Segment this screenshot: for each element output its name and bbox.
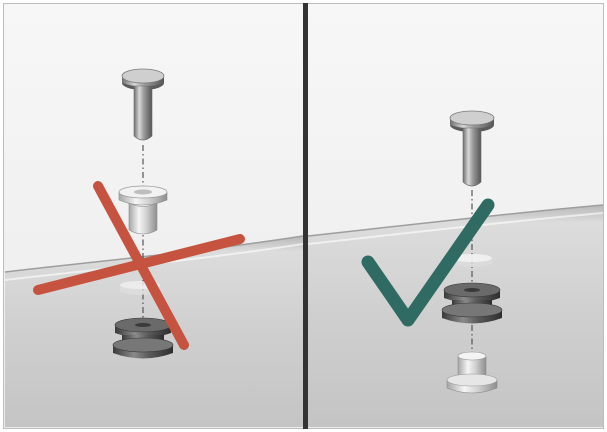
panel-divider xyxy=(303,3,308,429)
green-check-icon xyxy=(361,198,495,327)
red-cross-icon xyxy=(33,181,245,350)
left-grommet-sleeve xyxy=(118,185,168,235)
right-panel-edge xyxy=(307,204,604,237)
right-panel-highlight xyxy=(307,212,604,245)
left-panel-edge xyxy=(4,235,304,273)
right-rivet-pin xyxy=(449,110,495,187)
right-grommet-sleeve xyxy=(446,351,498,394)
right-bobbin-spacer xyxy=(441,282,503,324)
left-panel xyxy=(4,68,304,427)
left-rivet-pin xyxy=(121,68,165,141)
right-panel xyxy=(307,110,604,427)
right-washer xyxy=(452,254,492,267)
